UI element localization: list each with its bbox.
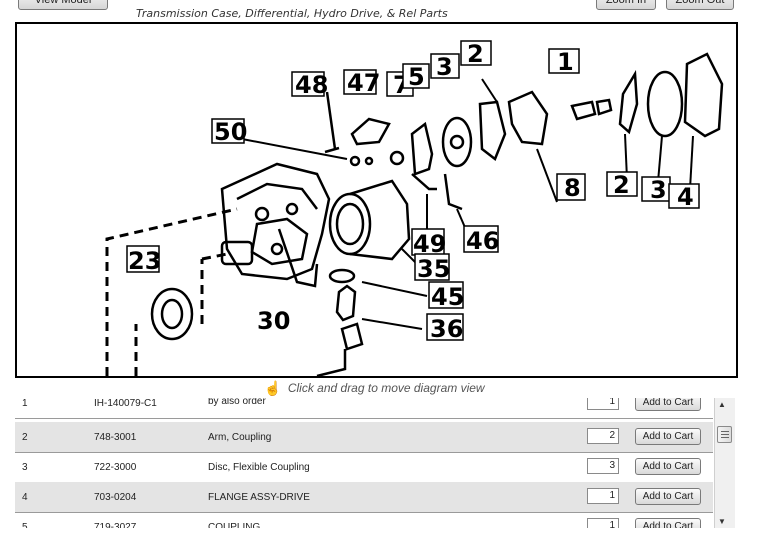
svg-text:30: 30: [257, 307, 290, 335]
table-scrollbar[interactable]: ▲ ▼: [714, 398, 735, 528]
quantity-input[interactable]: 1: [587, 518, 619, 528]
row-number: 5: [22, 521, 28, 529]
hand-icon: ☝: [264, 379, 282, 396]
callout-35: 35: [414, 253, 450, 283]
part-description: FLANGE ASSY-DRIVE: [208, 491, 310, 503]
callout-2-bottom: 2: [606, 171, 638, 199]
table-row: 5 719-3027 COUPLING 1 Add to Cart: [15, 512, 713, 528]
add-to-cart-button[interactable]: Add to Cart: [635, 518, 701, 528]
part-number: 719-3027: [94, 521, 137, 529]
callout-8: 8: [556, 173, 586, 202]
callout-47: 47: [343, 69, 380, 97]
scroll-down-icon[interactable]: ▼: [718, 517, 726, 526]
row-number: 2: [22, 431, 28, 443]
svg-text:48: 48: [295, 71, 328, 99]
svg-text:35: 35: [417, 255, 450, 283]
exploded-parts-diagram[interactable]: 48 47 7 5 3 2 1 50 8 2 3 4 49 46 23 35 4…: [17, 24, 736, 376]
quantity-input[interactable]: 1: [587, 488, 619, 504]
parts-table: 1 IH-140079-C1 by also order 1 Add to Ca…: [15, 398, 734, 528]
svg-text:45: 45: [431, 283, 464, 311]
row-number: 3: [22, 461, 28, 473]
callout-46: 46: [463, 225, 499, 255]
top-toolbar: View Model Zoom In Zoom Out Transmission…: [0, 0, 776, 22]
table-row: 2 748-3001 Arm, Coupling 2 Add to Cart: [15, 422, 713, 453]
diagram-subtitle: Transmission Case, Differential, Hydro D…: [136, 7, 448, 20]
svg-text:3: 3: [650, 176, 667, 204]
svg-text:5: 5: [408, 63, 425, 91]
row-number: 1: [22, 398, 28, 409]
svg-text:23: 23: [128, 247, 161, 275]
svg-text:2: 2: [613, 171, 630, 199]
quantity-input[interactable]: 1: [587, 398, 619, 410]
callout-50: 50: [211, 118, 247, 146]
quantity-input[interactable]: 3: [587, 458, 619, 474]
add-to-cart-button[interactable]: Add to Cart: [635, 398, 701, 411]
callout-3-bottom: 3: [641, 176, 671, 204]
part-description: by also order: [208, 398, 266, 407]
scrollbar-thumb[interactable]: [717, 426, 732, 443]
callout-2-top: 2: [460, 40, 492, 68]
drag-hint: ☝ Click and drag to move diagram view: [15, 378, 734, 398]
svg-text:50: 50: [214, 118, 247, 146]
row-number: 4: [22, 491, 28, 503]
svg-text:1: 1: [557, 48, 574, 76]
callout-23: 23: [126, 245, 161, 275]
scroll-up-icon[interactable]: ▲: [718, 400, 726, 409]
callout-group: 48 47 7 5 3 2 1 50 8 2 3 4 49 46 23 35 4…: [126, 40, 700, 343]
part-number: 722-3000: [94, 461, 137, 473]
table-row: 3 722-3000 Disc, Flexible Coupling 3 Add…: [15, 452, 713, 483]
callout-4: 4: [668, 183, 700, 211]
svg-text:47: 47: [347, 69, 380, 97]
svg-text:46: 46: [466, 227, 499, 255]
drag-hint-text: Click and drag to move diagram view: [287, 381, 485, 395]
svg-text:8: 8: [564, 174, 581, 202]
add-to-cart-button[interactable]: Add to Cart: [635, 458, 701, 475]
callout-3-top: 3: [430, 53, 460, 81]
callout-45: 45: [428, 281, 464, 311]
table-row: 4 703-0204 FLANGE ASSY-DRIVE 1 Add to Ca…: [15, 482, 713, 513]
callout-36: 36: [426, 313, 464, 343]
quantity-input[interactable]: 2: [587, 428, 619, 444]
add-to-cart-button[interactable]: Add to Cart: [635, 428, 701, 445]
part-number: 748-3001: [94, 431, 137, 443]
part-number: IH-140079-C1: [94, 398, 157, 409]
svg-text:36: 36: [430, 315, 463, 343]
part-description: COUPLING: [208, 521, 261, 529]
zoom-out-button[interactable]: Zoom Out: [666, 0, 734, 10]
svg-text:3: 3: [436, 53, 453, 81]
callout-5: 5: [402, 63, 430, 91]
callout-30: 30: [255, 306, 290, 335]
parts-diagram-viewer[interactable]: 48 47 7 5 3 2 1 50 8 2 3 4 49 46 23 35 4…: [15, 22, 738, 378]
part-description: Disc, Flexible Coupling: [208, 461, 310, 473]
add-to-cart-button[interactable]: Add to Cart: [635, 488, 701, 505]
view-model-button[interactable]: View Model: [18, 0, 108, 10]
part-number: 703-0204: [94, 491, 137, 503]
table-row: 1 IH-140079-C1 by also order 1 Add to Ca…: [15, 398, 713, 419]
callout-1: 1: [548, 48, 580, 76]
part-description: Arm, Coupling: [208, 431, 272, 443]
zoom-in-button[interactable]: Zoom In: [596, 0, 656, 10]
callout-48: 48: [291, 71, 328, 99]
svg-text:2: 2: [467, 40, 484, 68]
svg-text:4: 4: [677, 183, 694, 211]
